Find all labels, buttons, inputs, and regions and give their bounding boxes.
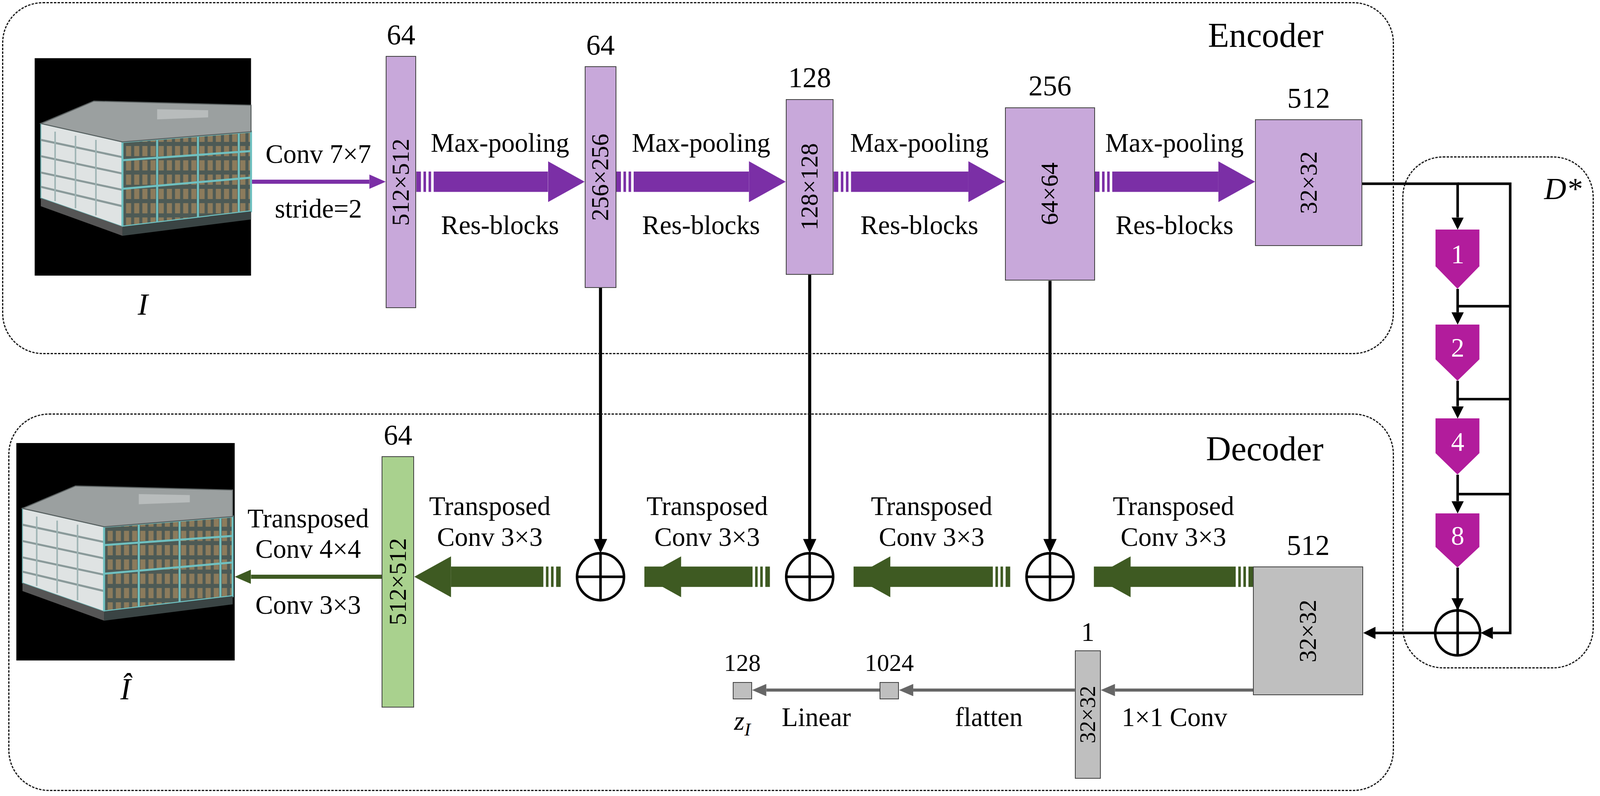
resolution-label: 256×256 [588,133,614,221]
region-title: D* [1544,172,1582,207]
operation-label: Res-blocks [641,210,760,241]
feature-map: 128128×128 [785,99,834,275]
symbol-label: Î [120,672,131,707]
channel-count: 64 [586,29,615,61]
operation-label: Max-pooling [430,127,570,158]
channel-count: 1024 [864,649,914,677]
flow-arrow [250,574,382,579]
resolution-label: 32×32 [1296,151,1322,215]
resolution-label: 512×512 [385,537,411,626]
operation-label: Res-blocks [1115,210,1234,241]
operation-label: Res-blocks [441,210,560,241]
feature-map: 51232×32 [1252,566,1364,695]
latent-vector: 1024 [879,681,899,700]
resolution-label: 64×64 [1037,162,1063,226]
operation-label: Conv 3×3 [255,589,362,621]
flow-arrow [1095,171,1219,193]
flow-arrow [766,688,880,692]
dilated-conv: 4 [1435,418,1480,475]
operation-label: flatten [954,701,1023,733]
channel-count: 128 [724,649,761,677]
dilated-conv: 1 [1435,229,1480,289]
channel-count: 256 [1028,70,1072,102]
feature-map: 51232×32 [1254,119,1363,246]
dilated-conv: 2 [1435,324,1480,381]
symbol-label: zI [734,706,751,740]
operation-label: Linear [781,701,851,733]
flow-arrow [1362,183,1458,218]
region-title: Encoder [1207,16,1324,55]
operation-label: stride=2 [274,193,362,225]
reconstructed-image: Î [16,442,235,661]
pentagon-fill [1435,324,1480,381]
building-render [40,101,251,237]
channel-count: 1 [1081,617,1095,647]
decoder-region: Decoder51232×32132×321024128zI64512×512Î [8,413,1394,791]
pentagon-fill [1435,229,1480,289]
channel-count: 64 [386,19,415,51]
flow-arrow [1456,474,1459,502]
image-background [34,57,251,276]
operation-label: Max-pooling [1105,127,1244,158]
operation-label: 1×1 Conv [1121,701,1228,733]
feature-map: 64256×256 [584,66,617,288]
flow-arrow [1456,380,1459,407]
channel-count: 512 [1286,529,1330,561]
flow-arrow [1115,688,1254,692]
operation-label: Transposed Conv 4×4 [236,503,380,565]
channel-count: 64 [383,419,413,451]
operation-label: Transposed Conv 3×3 [855,490,1009,552]
feature-map: 25664×64 [1004,107,1095,281]
encoder-region: EncoderI64512×51264256×256128128×1282566… [2,2,1394,355]
operation-label: Transposed Conv 3×3 [630,490,784,552]
resolution-label: 32×32 [1076,685,1100,744]
operation-label: Transposed Conv 3×3 [413,490,567,552]
pentagon-fill [1435,418,1480,475]
resolution-label: 32×32 [1295,599,1321,663]
flow-arrow [250,179,370,184]
latent-vector: 128zI [732,681,753,700]
flow-arrow [913,688,1075,692]
building-render [22,485,233,621]
operation-label: Max-pooling [849,127,989,158]
operation-label: Res-blocks [860,210,979,241]
feature-map: 132×32 [1074,650,1101,779]
feature-map: 64512×512 [381,456,415,707]
region-title: Decoder [1206,429,1324,468]
symbol-label: I [137,287,149,322]
feature-map: 64512×512 [385,55,417,308]
flow-arrow [416,171,548,193]
dilation-rate: 1 [1451,239,1465,269]
dilation-rate: 4 [1451,427,1465,457]
flow-arrow [833,171,969,193]
dilation-rate: 2 [1451,333,1465,363]
input-image: I [34,57,251,276]
operation-label: Conv 7×7 [265,138,372,170]
dilation-region: D* 1 2 4 8 [1402,156,1595,669]
channel-count: 512 [1287,82,1330,114]
flow-arrow [616,171,750,193]
operation-label: Transposed Conv 3×3 [1097,490,1251,552]
resolution-label: 512×512 [388,138,414,226]
resolution-label: 128×128 [797,143,822,231]
dilation-rate: 8 [1451,521,1465,551]
channel-count: 128 [788,62,832,94]
dilated-conv: 8 [1435,513,1480,568]
flow-arrow [1456,288,1459,313]
operation-label: Max-pooling [631,127,771,158]
image-background [16,442,235,661]
pentagon-fill [1435,513,1480,568]
